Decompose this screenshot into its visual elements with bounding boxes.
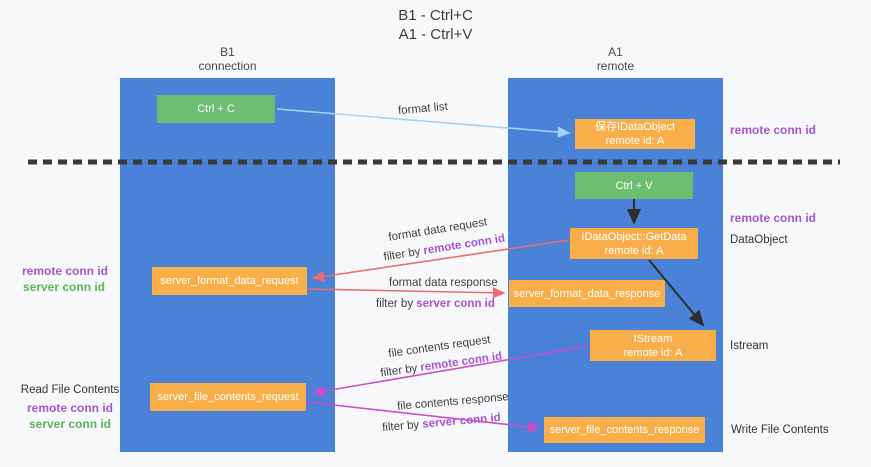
filter-by-text: filter by bbox=[376, 298, 417, 310]
lane-b1-role: connection bbox=[198, 59, 257, 73]
node-idataobject-getdata: IDataObject::GetData remote id: A bbox=[570, 228, 698, 259]
label-read-file-contents: Read File Contents bbox=[20, 384, 120, 396]
left-bottom-labels: Read File Contents remote conn id server… bbox=[18, 382, 122, 432]
node-getdata-line2: remote id: A bbox=[604, 244, 664, 257]
label-left-remote-conn-id: remote conn id bbox=[22, 264, 109, 278]
filter-by-text: filter by bbox=[382, 245, 425, 264]
lane-a1-name: A1 bbox=[608, 45, 623, 59]
label-filter-server-2: filter by server conn id bbox=[382, 412, 501, 434]
node-server-file-contents-response: server_file_contents_response bbox=[544, 417, 705, 443]
node-save-idataobject-line1: 保存IDataObject bbox=[594, 121, 676, 133]
filter-by-text: filter by bbox=[379, 361, 422, 380]
label-filter-server-1: filter by server conn id bbox=[376, 298, 495, 310]
left-mid-conn-labels: remote conn id server conn id bbox=[22, 263, 109, 295]
arrow-format-data-response bbox=[307, 287, 506, 299]
node-file-response-label: server_file_contents_response bbox=[549, 424, 700, 436]
label-remote-conn-id-top: remote conn id bbox=[730, 123, 817, 137]
label-dataobject: DataObject bbox=[730, 234, 788, 246]
label-left-bottom-server-conn-id: server conn id bbox=[28, 417, 112, 431]
node-ctrl-c-label: Ctrl + C bbox=[197, 103, 235, 115]
node-ctrl-v: Ctrl + V bbox=[575, 172, 693, 199]
server-conn-id-text: server conn id bbox=[421, 411, 502, 431]
label-istream: Istream bbox=[730, 340, 769, 352]
node-istream: IStream remote id: A bbox=[590, 330, 716, 361]
node-format-response-label: server_format_data_response bbox=[513, 287, 661, 300]
node-file-request-label: server_file_contents_request bbox=[157, 391, 299, 403]
lane-a1-role: remote bbox=[596, 59, 635, 73]
node-server-format-data-request: server_format_data_request bbox=[152, 267, 307, 295]
node-ctrl-v-label: Ctrl + V bbox=[615, 179, 653, 192]
node-server-file-contents-request: server_file_contents_request bbox=[150, 383, 306, 411]
server-conn-id-text: server conn id bbox=[416, 298, 495, 310]
node-getdata-line1: IDataObject::GetData bbox=[581, 230, 687, 243]
node-istream-line2: remote id: A bbox=[623, 346, 683, 359]
filter-by-text: filter by bbox=[381, 418, 423, 435]
node-ctrl-c: Ctrl + C bbox=[157, 95, 275, 123]
node-format-request-label: server_format_data_request bbox=[160, 275, 299, 287]
label-file-contents-response: file contents response bbox=[396, 391, 510, 413]
lane-header-b1: B1 connection bbox=[120, 45, 335, 73]
node-save-idataobject-line2: remote id: A bbox=[605, 135, 665, 147]
lane-b1-name: B1 bbox=[220, 45, 235, 59]
label-format-list: format list bbox=[397, 100, 449, 118]
label-left-server-conn-id: server conn id bbox=[22, 280, 106, 294]
diagram-title: B1 - Ctrl+C A1 - Ctrl+V bbox=[0, 6, 871, 44]
node-save-idataobject: 保存IDataObject remote id: A bbox=[575, 119, 695, 149]
node-istream-line1: IStream bbox=[633, 332, 673, 345]
label-write-file-contents: Write File Contents bbox=[731, 424, 829, 436]
lane-header-a1: A1 remote bbox=[508, 45, 723, 73]
label-format-data-response: format data response bbox=[389, 277, 498, 289]
title-line-1: B1 - Ctrl+C bbox=[398, 7, 473, 24]
node-server-format-data-response: server_format_data_response bbox=[509, 280, 665, 307]
title-line-2: A1 - Ctrl+V bbox=[398, 26, 473, 43]
label-remote-conn-id-mid: remote conn id bbox=[730, 211, 817, 225]
label-left-bottom-remote-conn-id: remote conn id bbox=[26, 401, 113, 415]
